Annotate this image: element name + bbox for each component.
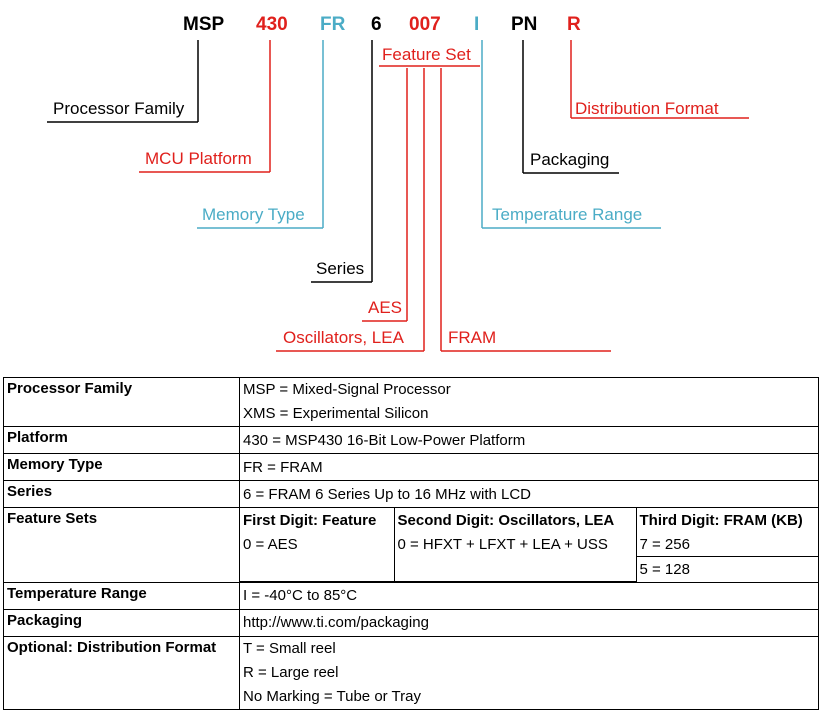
value-distribution-format-2: R = Large reel (243, 663, 339, 681)
label-mcu-platform: MCU Platform (145, 149, 252, 168)
feature-third-header: Third Digit: FRAM (KB) (639, 511, 803, 529)
value-distribution-format-1: T = Small reel (243, 639, 336, 657)
value-platform: 430 = MSP430 16-Bit Low-Power Platform (239, 426, 819, 454)
part-number-decode-table: Processor Family MSP = Mixed-Signal Proc… (3, 377, 819, 710)
row-series: Series 6 = FRAM 6 Series Up to 16 MHz wi… (3, 480, 819, 508)
key-memory-type: Memory Type (3, 453, 240, 481)
segment-6: 6 (371, 14, 382, 35)
feature-third-value-2: 5 = 128 (636, 556, 818, 581)
key-platform: Platform (3, 426, 240, 454)
segment-fr: FR (320, 14, 346, 35)
key-packaging: Packaging (3, 608, 240, 637)
segment-r: R (567, 14, 581, 35)
key-series: Series (3, 480, 240, 508)
feature-third-value-1: 7 = 256 (639, 535, 690, 553)
segment-007: 007 (409, 14, 441, 35)
label-feature-set: Feature Set (382, 45, 471, 64)
value-processor-family-2: XMS = Experimental Silicon (243, 405, 429, 422)
row-memory-type: Memory Type FR = FRAM (3, 453, 819, 481)
key-temperature-range: Temperature Range (3, 581, 240, 610)
segment-msp: MSP (183, 14, 225, 35)
value-series: 6 = FRAM 6 Series Up to 16 MHz with LCD (239, 480, 819, 508)
value-processor-family: MSP = Mixed-Signal Processor XMS = Exper… (239, 377, 819, 427)
label-aes: AES (368, 298, 402, 317)
label-oscillators-lea: Oscillators, LEA (283, 328, 405, 347)
key-processor-family: Processor Family (3, 377, 240, 427)
label-memory-type: Memory Type (202, 205, 305, 224)
row-feature-sets: Feature Sets First Digit: Feature Second… (3, 507, 819, 583)
part-number-diagram: MSP 430 FR 6 007 I PN R Feature Set Proc… (47, 14, 749, 352)
row-distribution-format: Optional: Distribution Format T = Small … (3, 635, 819, 710)
row-packaging: Packaging http://www.ti.com/packaging (3, 608, 819, 637)
segment-pn: PN (511, 14, 537, 35)
label-processor-family: Processor Family (53, 99, 185, 118)
feature-first-blank (240, 556, 395, 582)
row-processor-family: Processor Family MSP = Mixed-Signal Proc… (3, 377, 819, 427)
row-temperature-range: Temperature Range I = -40°C to 85°C (3, 581, 819, 610)
label-packaging: Packaging (530, 150, 609, 169)
row-platform: Platform 430 = MSP430 16-Bit Low-Power P… (3, 426, 819, 454)
feature-second-header: Second Digit: Oscillators, LEA (394, 508, 637, 532)
value-distribution-format: T = Small reel R = Large reel No Marking… (239, 635, 819, 710)
segment-430: 430 (256, 14, 288, 35)
segment-i: I (474, 14, 479, 35)
label-series: Series (316, 259, 364, 278)
feature-second-blank (394, 556, 637, 582)
key-distribution-format: Optional: Distribution Format (3, 635, 240, 710)
label-distribution-format: Distribution Format (575, 99, 719, 118)
feature-second-value: 0 = HFXT + LFXT + LEA + USS (394, 532, 637, 557)
value-packaging: http://www.ti.com/packaging (239, 608, 819, 637)
key-feature-sets: Feature Sets (3, 507, 240, 583)
value-processor-family-1: MSP = Mixed-Signal Processor (243, 381, 451, 398)
label-temperature-range: Temperature Range (492, 205, 642, 224)
value-memory-type: FR = FRAM (239, 453, 819, 481)
value-distribution-format-3: No Marking = Tube or Tray (243, 687, 421, 705)
label-fram: FRAM (448, 328, 496, 347)
feature-sets-subtable: First Digit: Feature Second Digit: Oscil… (240, 508, 818, 582)
value-temperature-range: I = -40°C to 85°C (239, 581, 819, 610)
value-feature-sets: First Digit: Feature Second Digit: Oscil… (239, 507, 819, 583)
feature-first-header: First Digit: Feature (240, 508, 395, 532)
feature-first-value: 0 = AES (240, 532, 395, 557)
